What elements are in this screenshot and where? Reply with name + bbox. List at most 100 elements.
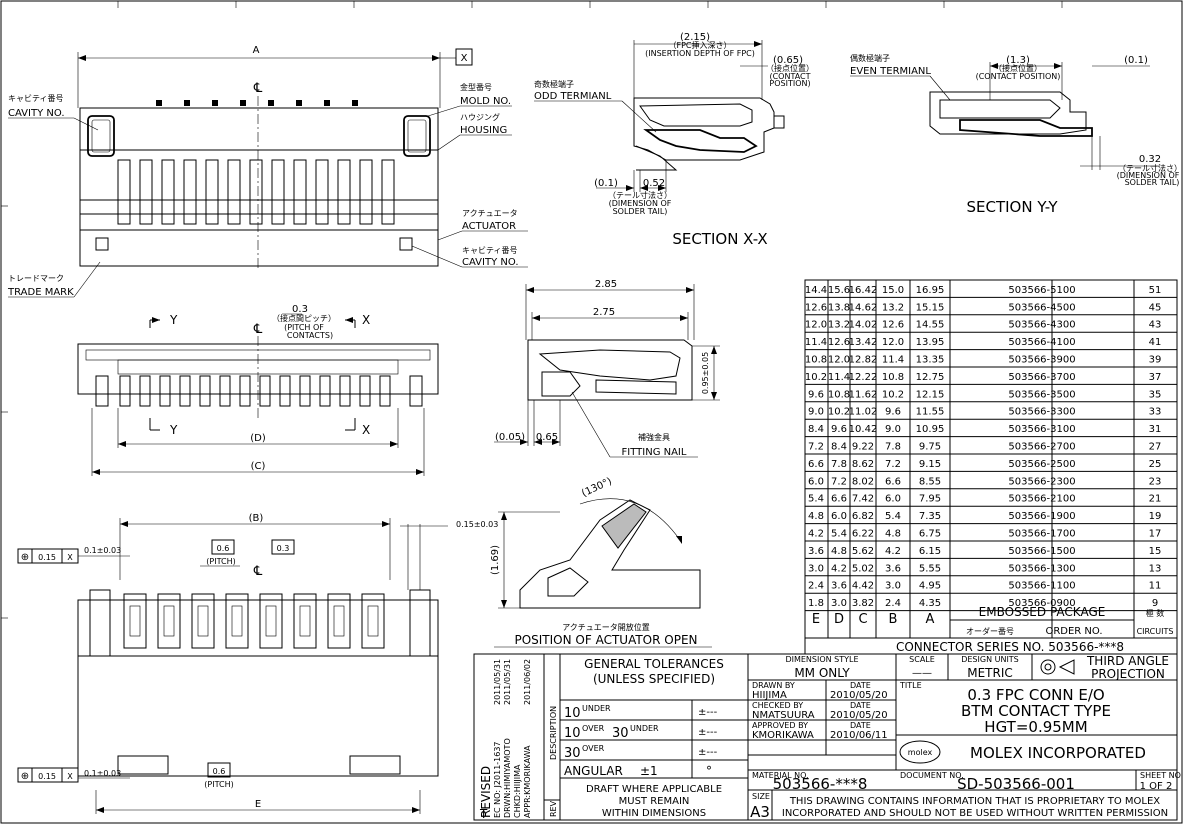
table-cell: 4.2 bbox=[885, 546, 901, 557]
table-cell: 6.0 bbox=[808, 476, 824, 487]
table-cell: 503566-5100 bbox=[1008, 285, 1075, 296]
metric-value: METRIC bbox=[967, 666, 1013, 680]
table-cell: 9.22 bbox=[852, 442, 874, 453]
table-cell: 13.8 bbox=[828, 302, 850, 313]
table-cell: 14.02 bbox=[849, 320, 878, 331]
size-label: SIZE bbox=[752, 792, 770, 801]
scale-label: SCALE bbox=[909, 655, 935, 664]
pitch-jp-label: （接点間ピッチ） bbox=[272, 313, 336, 323]
table-cell: 35 bbox=[1149, 389, 1162, 400]
table-cell: 503566-1500 bbox=[1008, 546, 1075, 557]
yy-contact-en-label: (CONTACT POSITION) bbox=[976, 72, 1061, 81]
cavity2-jp-label: キャビティ番号 bbox=[462, 245, 518, 255]
draft-line-2: MUST REMAIN bbox=[619, 796, 690, 807]
tol-r3-b: OVER bbox=[582, 744, 605, 753]
table-cell: 15 bbox=[1149, 546, 1162, 557]
table-cell: 12.15 bbox=[916, 389, 945, 400]
table-cell: 2.4 bbox=[885, 598, 901, 609]
tol-01-label: 0.1±0.03 bbox=[84, 546, 121, 555]
actuator-open-en-label: POSITION OF ACTUATOR OPEN bbox=[514, 633, 697, 647]
connector-front-body bbox=[77, 343, 439, 395]
dim-d-label: (D) bbox=[250, 433, 266, 444]
projection-line-1: THIRD ANGLE bbox=[1086, 654, 1169, 668]
checked-by-label: CHECKED BY bbox=[752, 701, 803, 710]
housing-en-label: HOUSING bbox=[460, 125, 507, 136]
bottom-view: (B) 0.15±0.03 ⊕ 0.15 X 0.1±0.03 0.6 (PIT… bbox=[17, 513, 498, 814]
table-cell: 503566-3500 bbox=[1008, 389, 1075, 400]
table-cell: 1.8 bbox=[808, 598, 824, 609]
cavity-left bbox=[87, 115, 115, 157]
header-c: C bbox=[858, 612, 867, 627]
molex-logo-icon bbox=[899, 740, 941, 764]
mold-en-label: MOLD NO. bbox=[460, 96, 511, 107]
table-cell: 4.35 bbox=[919, 598, 941, 609]
table-cell: 4.2 bbox=[831, 563, 847, 574]
checked-date-label: DATE bbox=[850, 701, 871, 710]
top-centerline-mark: ℄ bbox=[253, 81, 263, 96]
tol-r1-b: UNDER bbox=[582, 704, 611, 713]
table-cell: 17 bbox=[1149, 529, 1162, 540]
table-cell: 4.42 bbox=[852, 581, 874, 592]
table-cell: 5.62 bbox=[852, 546, 874, 557]
cavity-right bbox=[403, 115, 431, 157]
rev-date-1: 2011/05/31 bbox=[493, 659, 502, 705]
table-cell: 9 bbox=[1152, 598, 1158, 609]
table-cell: 13 bbox=[1149, 563, 1162, 574]
trade-en-label: TRADE MARK bbox=[7, 287, 74, 298]
side-dim-065-label: 0.65 bbox=[536, 432, 558, 443]
table-cell: 5.4 bbox=[831, 529, 847, 540]
pitch-en-label-1: (PITCH OF bbox=[284, 323, 324, 332]
drawn-by-label: DRAWN BY bbox=[752, 681, 795, 690]
tol-015-label: 0.15±0.03 bbox=[456, 520, 498, 529]
tail-en-label-2: SOLDER TAIL) bbox=[613, 207, 668, 216]
contact-jp-label: （接点位置） bbox=[766, 63, 814, 73]
section-yy-title: SECTION Y-Y bbox=[966, 198, 1058, 216]
chkd-label: CHKD:HIIJIMA bbox=[513, 764, 522, 818]
fpc-jp-label: （FPC挿入深さ） bbox=[668, 40, 731, 50]
table-cell: 503566-2100 bbox=[1008, 494, 1075, 505]
section-yy: 偶数極端子 EVEN TERMIANL (1.3) （接点位置） (CONTAC… bbox=[850, 53, 1182, 216]
title-line-2: BTM CONTACT TYPE bbox=[961, 702, 1111, 720]
pitch-value: 0.3 bbox=[292, 304, 308, 315]
table-cell: 39 bbox=[1149, 355, 1162, 366]
angular-tol: ±1 bbox=[640, 764, 658, 778]
sheet-label: SHEET NO. bbox=[1140, 771, 1183, 780]
tol-r2-a: 10 bbox=[564, 726, 581, 741]
pitch-label-b: (PITCH) bbox=[204, 780, 233, 789]
table-cell: 4.8 bbox=[831, 546, 847, 557]
contact-en-label-2: POSITION) bbox=[769, 79, 810, 88]
table-cell: 12.82 bbox=[849, 355, 878, 366]
cavity2-en-label: CAVITY NO. bbox=[462, 257, 519, 268]
table-cell: 13.35 bbox=[916, 355, 945, 366]
section-xx: (2.15) （FPC挿入深さ） (INSERTION DEPTH OF FPC… bbox=[534, 32, 814, 248]
section-x-bottom-label: X bbox=[362, 423, 370, 437]
rev-label: REV bbox=[549, 800, 558, 817]
table-cell: 4.95 bbox=[919, 581, 941, 592]
tol-title-1: GENERAL TOLERANCES bbox=[584, 657, 724, 671]
table-cell: 25 bbox=[1149, 459, 1162, 470]
scale-value: —— bbox=[912, 668, 932, 679]
dim-01-label: (0.1) bbox=[594, 178, 618, 189]
sheet-value: 1 OF 2 bbox=[1140, 781, 1173, 792]
table-cell: 7.2 bbox=[831, 476, 847, 487]
series-label: CONNECTOR SERIES NO. 503566-***8 bbox=[896, 640, 1124, 654]
table-cell: 3.0 bbox=[885, 581, 901, 592]
table-cell: 9.15 bbox=[919, 459, 941, 470]
fcf-bottom-value: 0.15 bbox=[38, 772, 56, 781]
table-cell: 503566-4500 bbox=[1008, 302, 1075, 313]
front-view: ℄ Y X 0.3 （接点間ピッチ） (PITCH OF CONTACTS) bbox=[77, 304, 439, 476]
side-view: 2.85 2.75 0.95±0.05 (0.05) 0.65 補強金具 FIT… bbox=[494, 279, 720, 458]
table-cell: 3.0 bbox=[831, 598, 847, 609]
dim-095-label: 0.95±0.05 bbox=[701, 352, 710, 394]
tol-pm-2: ±--- bbox=[698, 727, 718, 738]
header-e: E bbox=[812, 612, 820, 627]
ec-no-label: EC NO: J2011-1637 bbox=[493, 741, 502, 818]
dim-c-label: (C) bbox=[251, 461, 266, 472]
tol-r1-a: 10 bbox=[564, 706, 581, 721]
table-cell: 3.6 bbox=[831, 581, 847, 592]
table-cell: 12.6 bbox=[828, 337, 850, 348]
table-cell: 12.75 bbox=[916, 372, 945, 383]
table-cell: 503566-2300 bbox=[1008, 476, 1075, 487]
angle-label: (130°) bbox=[580, 476, 614, 499]
